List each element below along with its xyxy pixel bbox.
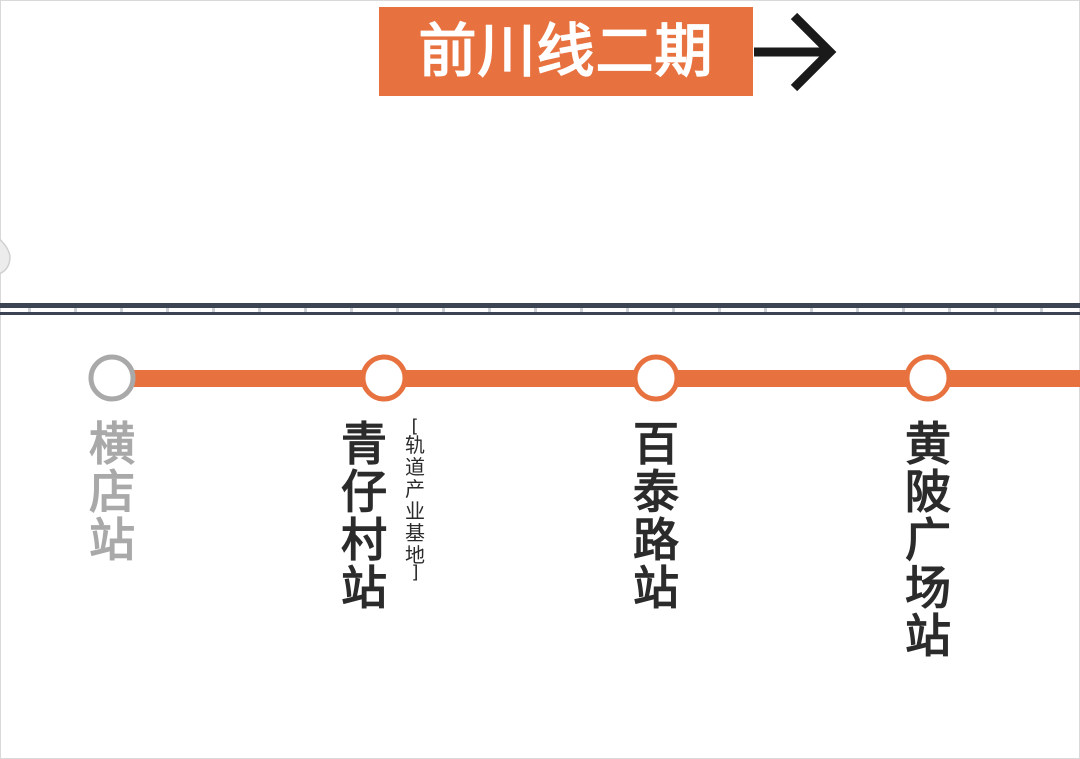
note-close-bracket: ] bbox=[411, 562, 419, 583]
station-dot-qingzaicun[interactable] bbox=[360, 354, 408, 402]
line-title: 前川线二期 bbox=[379, 7, 753, 96]
arrow-right-icon bbox=[754, 12, 837, 92]
rail-sleeper bbox=[994, 308, 997, 312]
route-segment bbox=[112, 370, 1080, 387]
rail-sleeper bbox=[810, 308, 813, 312]
rail-sleeper bbox=[718, 308, 721, 312]
rail-sleeper bbox=[672, 308, 675, 312]
rail-sleeper bbox=[212, 308, 215, 312]
rail-sleeper bbox=[350, 308, 353, 312]
rail-sleeper bbox=[304, 308, 307, 312]
rail-sleeper bbox=[488, 308, 491, 312]
station-name-huangpiguangchang: 黄陂广场站 bbox=[905, 417, 951, 663]
rail-sleeper bbox=[626, 308, 629, 312]
station-dot-hengdian[interactable] bbox=[88, 354, 136, 402]
station-dot-baitailu[interactable] bbox=[632, 354, 680, 402]
rail-sleeper bbox=[258, 308, 261, 312]
rail-sleeper bbox=[534, 308, 537, 312]
rail-sleeper bbox=[856, 308, 859, 312]
rail-sleeper bbox=[764, 308, 767, 312]
rail-sleeper bbox=[442, 308, 445, 312]
station-note-text: 轨道产业基地 bbox=[405, 433, 425, 567]
station-name-hengdian: 横店站 bbox=[89, 417, 135, 567]
rail-sleeper bbox=[74, 308, 77, 312]
rail-sleeper bbox=[580, 308, 583, 312]
station-dot-huangpiguangchang[interactable] bbox=[904, 354, 952, 402]
rail-sleeper bbox=[120, 308, 123, 312]
station-name-baitailu: 百泰路站 bbox=[633, 417, 679, 615]
station-name-qingzaicun: 青仔村站 bbox=[341, 417, 387, 615]
rail-sleeper bbox=[396, 308, 399, 312]
rail-track bbox=[0, 303, 1080, 315]
rail-sleeper bbox=[948, 308, 951, 312]
rail-sleeper bbox=[1040, 308, 1043, 312]
rail-sleeper bbox=[902, 308, 905, 312]
station-note: [ 轨道产业基地 ] bbox=[400, 416, 430, 583]
rail-sleeper bbox=[28, 308, 31, 312]
route-line bbox=[88, 354, 1080, 402]
train-nose bbox=[0, 238, 11, 275]
rail-sleeper bbox=[166, 308, 169, 312]
note-open-bracket: [ bbox=[411, 416, 419, 437]
